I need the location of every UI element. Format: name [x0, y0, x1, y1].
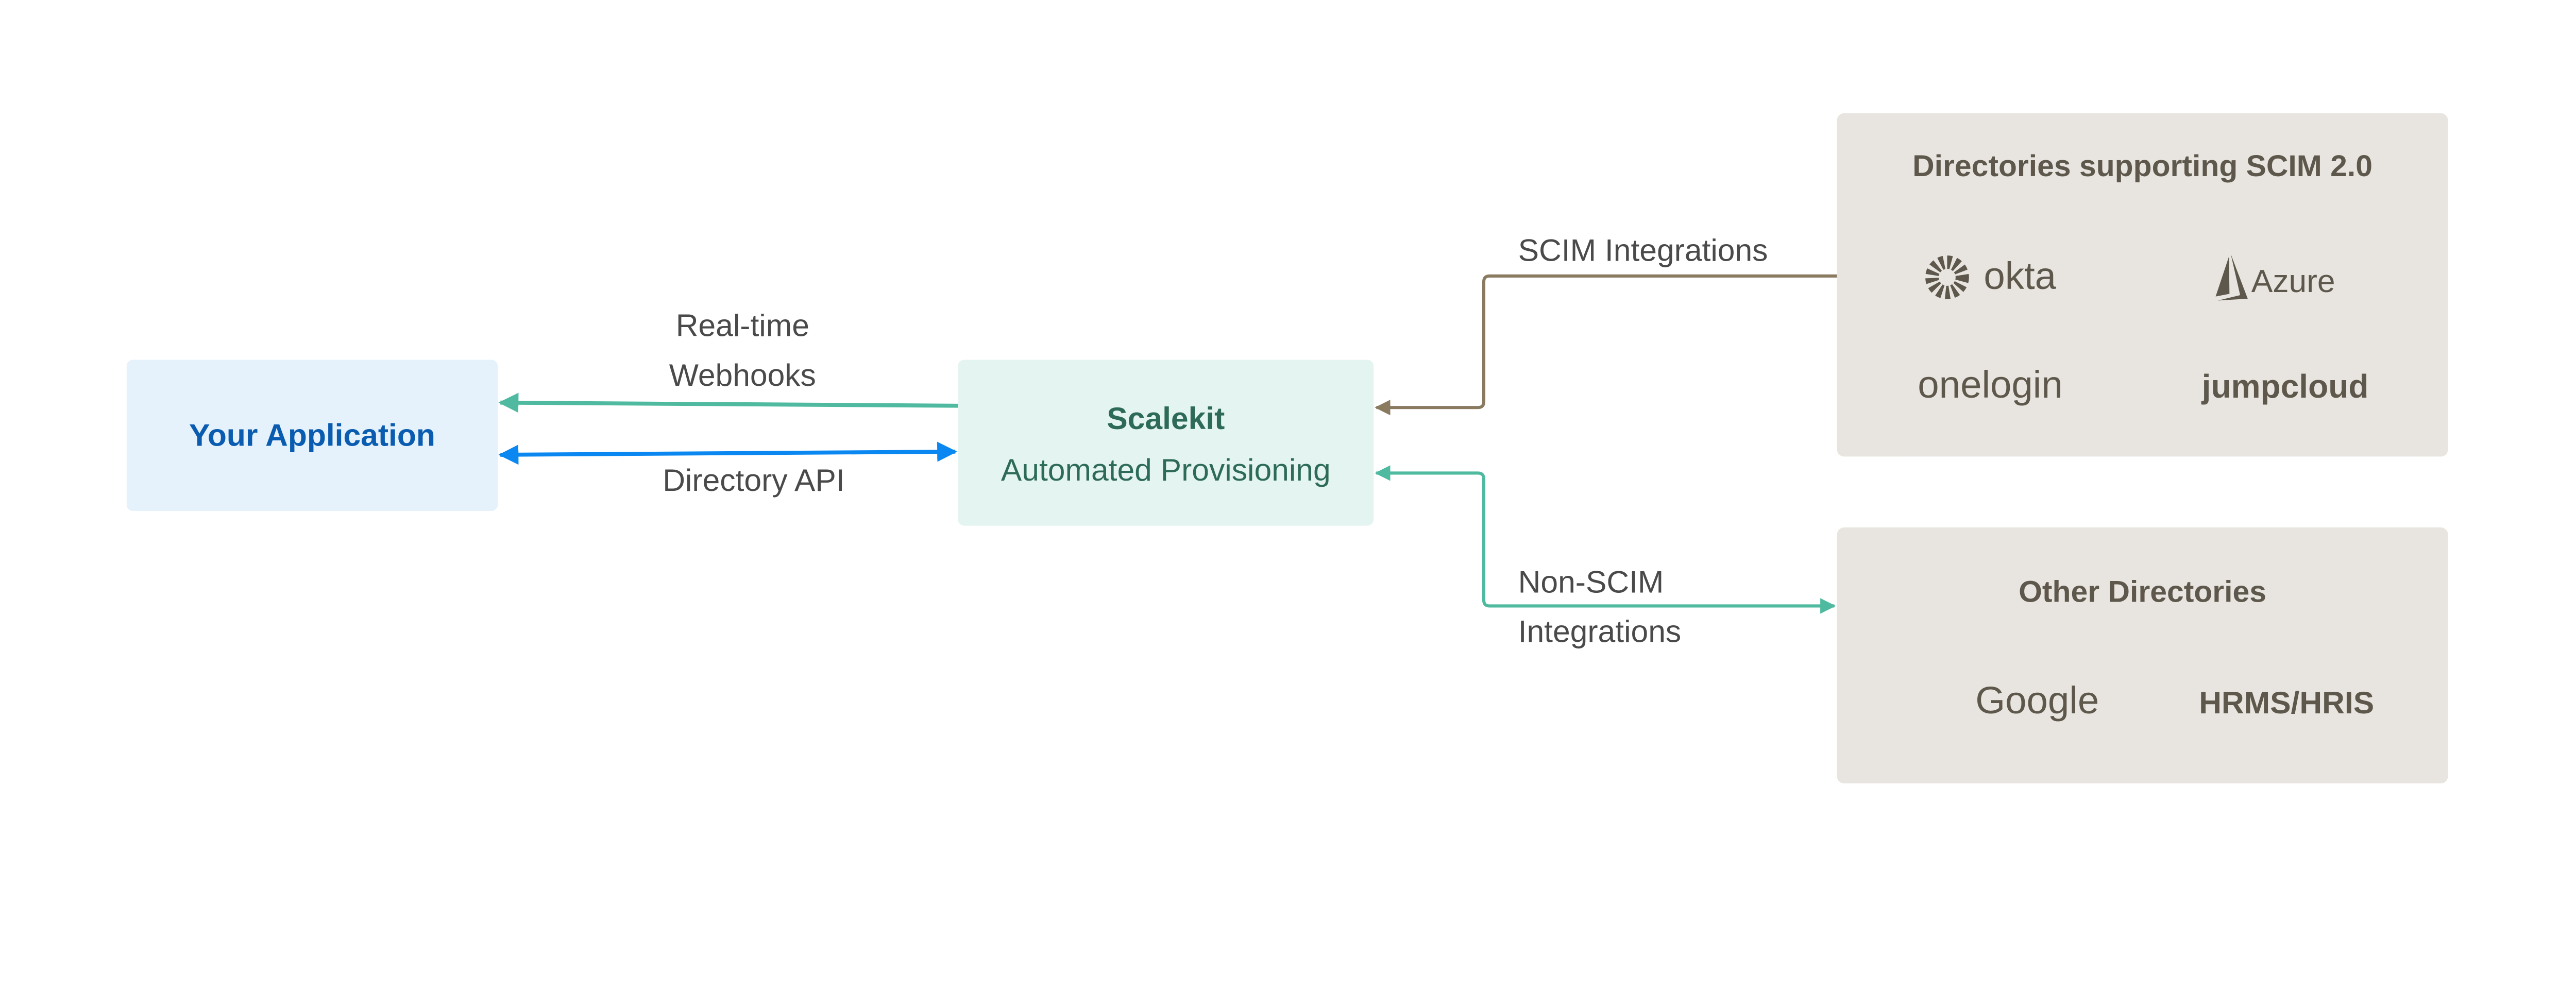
directory-api-label: Directory API [663, 463, 844, 498]
onelogin-logo: onelogin [1918, 363, 2062, 406]
scim-directories-node: Directories supporting SCIM 2.0 okta Azu… [1837, 113, 2448, 457]
google-logo: Google [1975, 679, 2099, 722]
hrms-hris-label: HRMS/HRIS [2199, 685, 2374, 720]
provisioning-diagram: Your Application Scalekit Automated Prov… [126, 113, 2448, 783]
scim-integrations-arrow [1375, 274, 1837, 416]
your-application-label: Your Application [189, 418, 435, 453]
your-application-node: Your Application [126, 360, 498, 511]
webhooks-arrow [498, 392, 958, 413]
other-directories-node: Other Directories Google HRMS/HRIS [1837, 527, 2448, 783]
scalekit-subtitle: Automated Provisioning [1001, 452, 1331, 487]
scim-integrations-label: SCIM Integrations [1518, 232, 1768, 267]
azure-logo-text: Azure [2251, 264, 2335, 299]
okta-logo: okta [1925, 254, 2057, 299]
okta-starburst-icon [1925, 255, 1969, 299]
okta-logo-text: okta [1984, 254, 2056, 297]
other-directories-title: Other Directories [2019, 575, 2266, 609]
azure-icon [2215, 254, 2248, 301]
azure-logo: Azure [2215, 254, 2335, 301]
webhooks-label-line1: Real-time [676, 308, 809, 343]
scalekit-node: Scalekit Automated Provisioning [958, 360, 1374, 526]
webhooks-label-line2: Webhooks [669, 357, 816, 392]
non-scim-integrations-arrow [1375, 465, 1836, 614]
non-scim-label-line1: Non-SCIM [1518, 564, 1664, 599]
directory-api-arrow [498, 441, 958, 465]
scalekit-title: Scalekit [1107, 401, 1225, 436]
non-scim-label-line2: Integrations [1518, 614, 1682, 649]
jumpcloud-logo: jumpcloud [2201, 368, 2369, 405]
scim-directories-title: Directories supporting SCIM 2.0 [1912, 149, 2372, 183]
